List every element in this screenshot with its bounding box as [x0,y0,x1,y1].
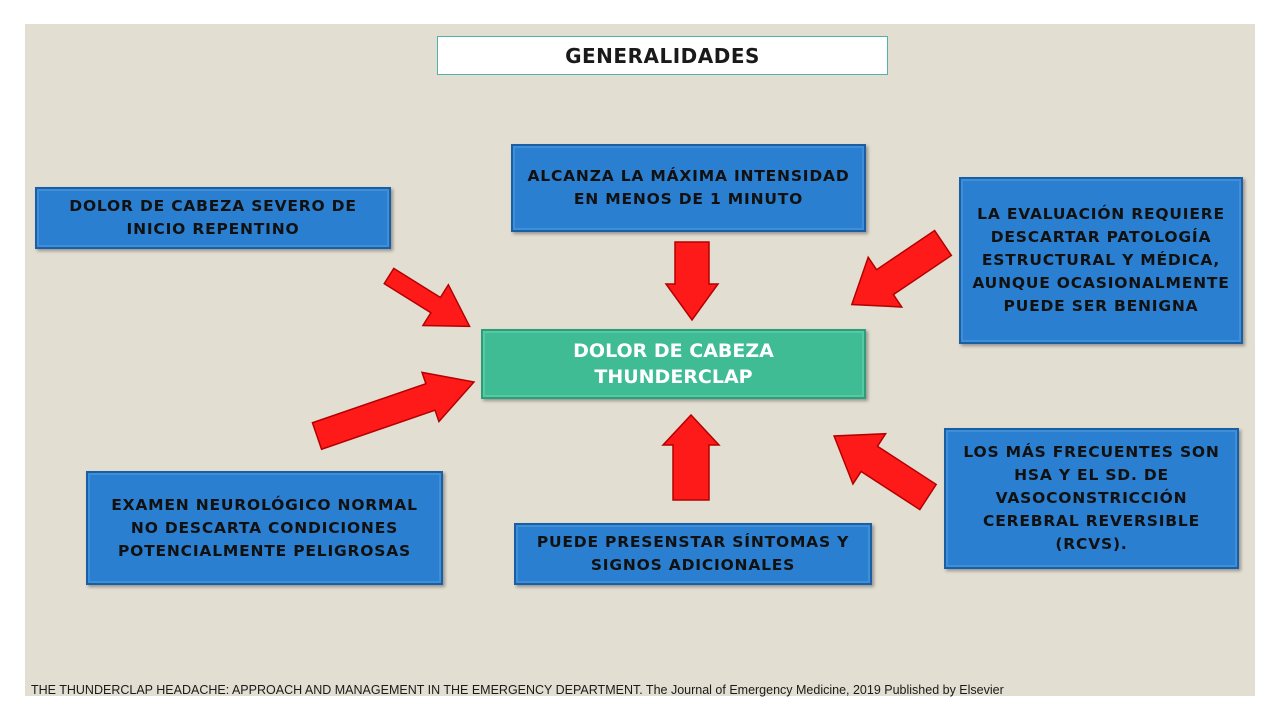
center-concept-box: DOLOR DE CABEZA THUNDERCLAP [481,329,866,399]
box-top-right: LA EVALUACIÓN REQUIERE DESCARTAR PATOLOG… [959,177,1243,344]
citation-text: THE THUNDERCLAP HEADACHE: APPROACH AND M… [31,683,1004,697]
box-bottom-center: PUEDE PRESENSTAR SÍNTOMAS Y SIGNOS ADICI… [514,523,872,585]
box-top-left: DOLOR DE CABEZA SEVERO DE INICIO REPENTI… [35,187,391,249]
box-bottom-left: EXAMEN NEUROLÓGICO NORMAL NO DESCARTA CO… [86,471,443,585]
box-top-center: ALCANZA LA MÁXIMA INTENSIDAD EN MENOS DE… [511,144,866,232]
slide-title: GENERALIDADES [437,36,888,75]
box-bottom-right: LOS MÁS FRECUENTES SON HSA Y EL SD. DE V… [944,428,1239,569]
